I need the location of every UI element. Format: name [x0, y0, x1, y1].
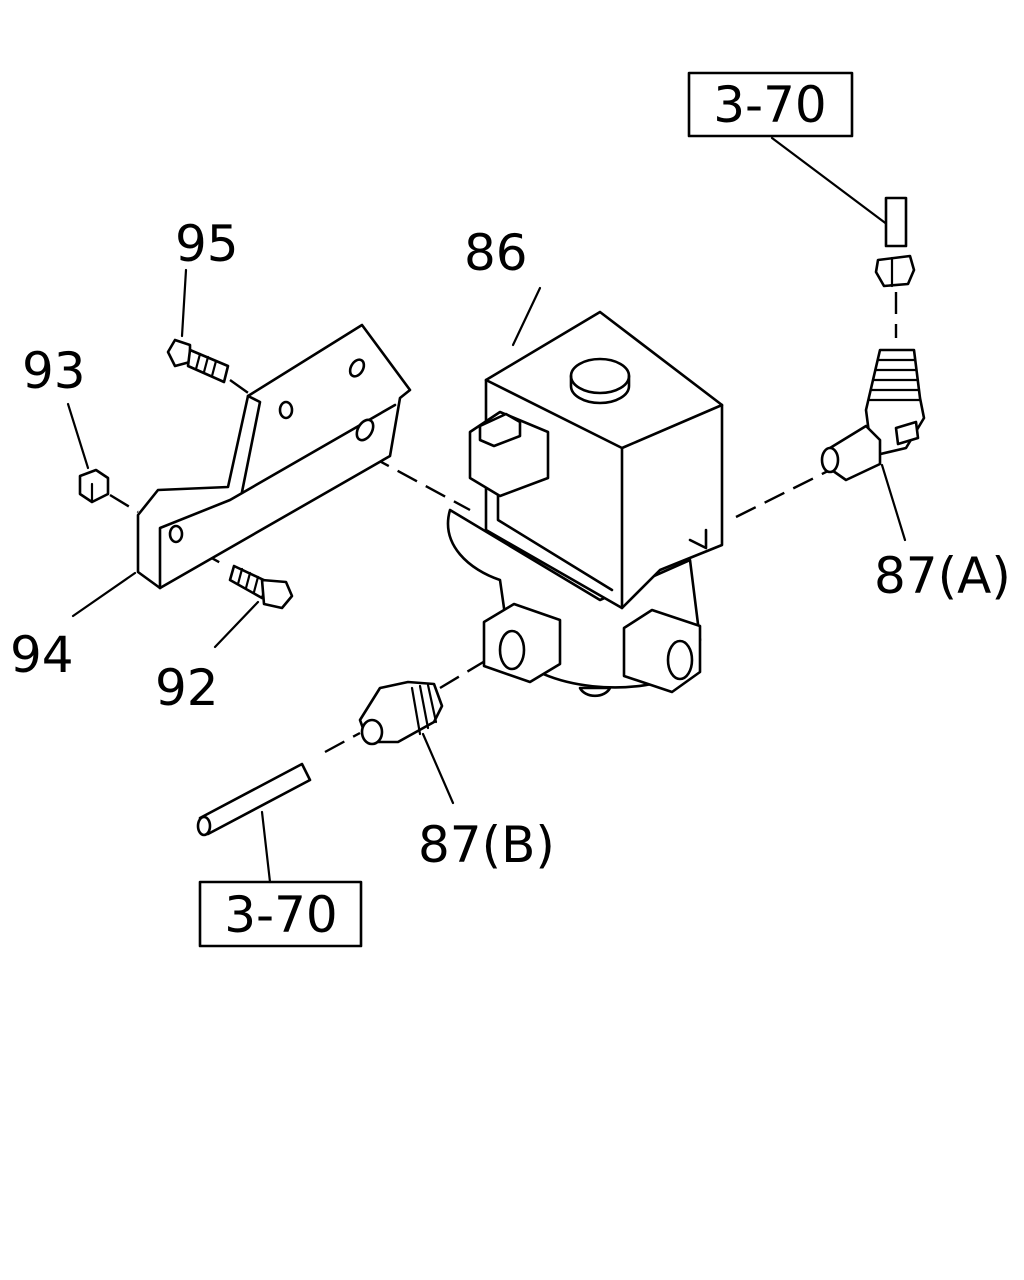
callout-87b: 87(B) — [418, 816, 555, 874]
bolt-part-92[interactable] — [228, 564, 294, 610]
callout-94: 94 — [10, 626, 74, 684]
callout-95: 95 — [175, 215, 239, 273]
callout-92: 92 — [155, 659, 219, 717]
reference-label-top: 3-70 — [713, 76, 826, 134]
reference-box-bottom[interactable]: 3-70 — [198, 880, 363, 948]
fitting-part-87b[interactable] — [358, 680, 444, 746]
pipe-lower — [196, 762, 312, 837]
nut-part-93[interactable] — [78, 468, 110, 504]
bolt-part-95[interactable] — [166, 338, 230, 384]
reference-label-bottom: 3-70 — [224, 886, 337, 944]
callout-86: 86 — [464, 224, 528, 282]
callout-93: 93 — [22, 342, 86, 400]
valve-part-86[interactable] — [446, 310, 724, 698]
callout-87a: 87(A) — [874, 547, 1011, 605]
bracket-part-94[interactable] — [136, 323, 412, 590]
leader-lines — [66, 136, 907, 884]
pipe-upper — [874, 196, 916, 288]
fitting-part-87a[interactable] — [820, 348, 926, 482]
reference-box-top[interactable]: 3-70 — [687, 71, 854, 138]
